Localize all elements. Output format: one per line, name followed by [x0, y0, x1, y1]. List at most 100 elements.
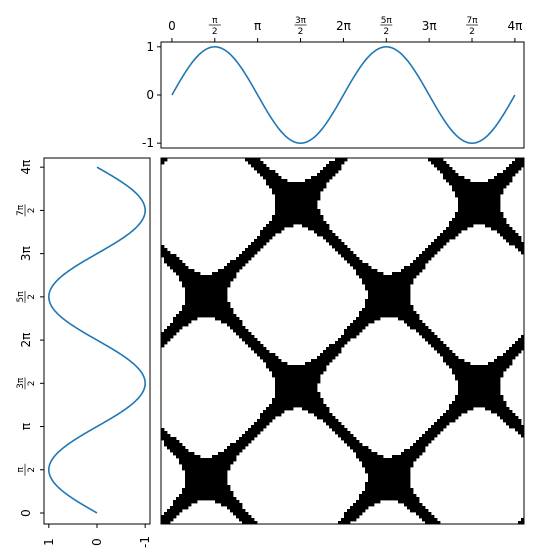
heatmap-cell-run [404, 320, 423, 324]
heatmap-cell-run [326, 422, 342, 426]
heatmap-cell-run [161, 251, 171, 255]
left-y-tick-label-text: π [19, 423, 33, 430]
heatmap-cell-run [317, 173, 336, 177]
heatmap-cell-run [260, 173, 279, 177]
heatmap-cell-run [335, 341, 348, 345]
top-x-tick-label: 2π [336, 19, 351, 33]
heatmap-cell-run [368, 293, 411, 297]
heatmap-cell-run [272, 398, 324, 402]
heatmap-cell-run [350, 446, 369, 450]
top-x-tick-label-text: 3π [422, 19, 437, 33]
main-panel-frame [160, 157, 525, 525]
heatmap-cell-run [509, 347, 525, 351]
heatmap-cell-run [503, 419, 522, 423]
heatmap-cell-run [335, 158, 348, 162]
heatmap-cell-run [455, 395, 504, 399]
heatmap-cell-run [404, 449, 426, 453]
heatmap-cell-run [503, 170, 519, 174]
top-x-tick-label: 0 [168, 19, 176, 33]
heatmap-cell-run [497, 230, 516, 234]
heatmap-cell-run [419, 437, 435, 441]
heatmap-cell-run [446, 227, 468, 231]
top-x-tick-label-numerator: π [212, 16, 218, 26]
heatmap-cell-run [245, 341, 261, 345]
heatmap-cell-run [518, 248, 525, 252]
heatmap-cell-run [323, 167, 342, 171]
left-y-tick-label-text: 0 [19, 509, 33, 517]
heatmap-cell-run [239, 518, 255, 522]
left-x-tick-label-text: -1 [138, 536, 152, 548]
heatmap-cell-run [179, 311, 234, 315]
heatmap-cell-run [491, 410, 513, 414]
heatmap-cell-run [512, 161, 525, 165]
heatmap-cell-run [446, 179, 471, 183]
heatmap-cell-run [362, 281, 414, 285]
heatmap-cell-run [305, 179, 330, 183]
heatmap-cell-run [410, 263, 426, 267]
heatmap-cell-run [230, 260, 249, 264]
heatmap-cell-run [449, 407, 474, 411]
heatmap-cell-run [185, 485, 231, 489]
heatmap-cell-run [182, 281, 231, 285]
heatmap-cell-run [239, 437, 255, 441]
heatmap-cell-run [182, 308, 234, 312]
heatmap-cell-run [416, 440, 432, 444]
heatmap-cell-run [224, 449, 243, 453]
heatmap-cell-run [245, 248, 261, 252]
heatmap-cell-run [269, 185, 327, 189]
heatmap-cell-run [488, 362, 513, 366]
heatmap-cell-run [266, 407, 294, 411]
heatmap-cell-run [167, 263, 186, 267]
heatmap-cell-run [410, 509, 429, 513]
heatmap-cell-run [161, 515, 177, 519]
heatmap-cell-run [341, 518, 357, 522]
heatmap-cell-run [515, 245, 525, 249]
heatmap-cell-run [329, 425, 345, 429]
heatmap-cell-run [422, 518, 438, 522]
heatmap-cell-run [500, 233, 519, 237]
heatmap-cell-run [317, 356, 336, 360]
heatmap-cell-run [365, 482, 411, 486]
heatmap-cell-run [260, 230, 282, 234]
heatmap-cell-run [437, 167, 453, 171]
heatmap-cell-run [425, 248, 441, 252]
heatmap-cell-run [434, 347, 450, 351]
heatmap-cell-run [185, 470, 228, 474]
heatmap-cell-run [500, 416, 519, 420]
heatmap-cell-run [239, 335, 255, 339]
heatmap-cell-run [458, 383, 501, 387]
heatmap-cell-run [515, 158, 525, 162]
heatmap-cell-run [272, 215, 324, 219]
heatmap-cell-run [458, 200, 501, 204]
heatmap-cell-run [344, 257, 360, 261]
heatmap-cell-run [272, 401, 324, 405]
heatmap-cell-run [455, 374, 504, 378]
heatmap-cell-run [434, 422, 450, 426]
heatmap-cell-run [308, 227, 330, 231]
heatmap-cell-run [518, 431, 525, 435]
left-x-tick-label-text: 1 [42, 538, 56, 546]
heatmap-cell-run [362, 491, 414, 495]
heatmap-cell-run [419, 254, 435, 258]
heatmap-cell-run [257, 353, 276, 357]
heatmap-cell-run [455, 191, 504, 195]
heatmap-cell-run [167, 446, 186, 450]
left-x-tick-label: -1 [138, 536, 152, 548]
heatmap-cell-run [275, 377, 321, 381]
heatmap-cell-run [326, 239, 342, 243]
heatmap-cell-run [362, 308, 414, 312]
heatmap-cell-run [344, 440, 360, 444]
heatmap-cell-run [368, 290, 411, 294]
heatmap-cell-run [497, 413, 516, 417]
heatmap-cell-run [170, 449, 189, 453]
heatmap-cell-run [410, 326, 429, 330]
heatmap-cell-run [161, 344, 165, 348]
heatmap-cell-run [227, 446, 246, 450]
heatmap-cell-run [458, 392, 501, 396]
main-heatmap-panel [160, 157, 525, 525]
heatmap-cell-run [275, 395, 321, 399]
heatmap-cell-run [365, 302, 411, 306]
heatmap-cell-run [506, 350, 522, 354]
